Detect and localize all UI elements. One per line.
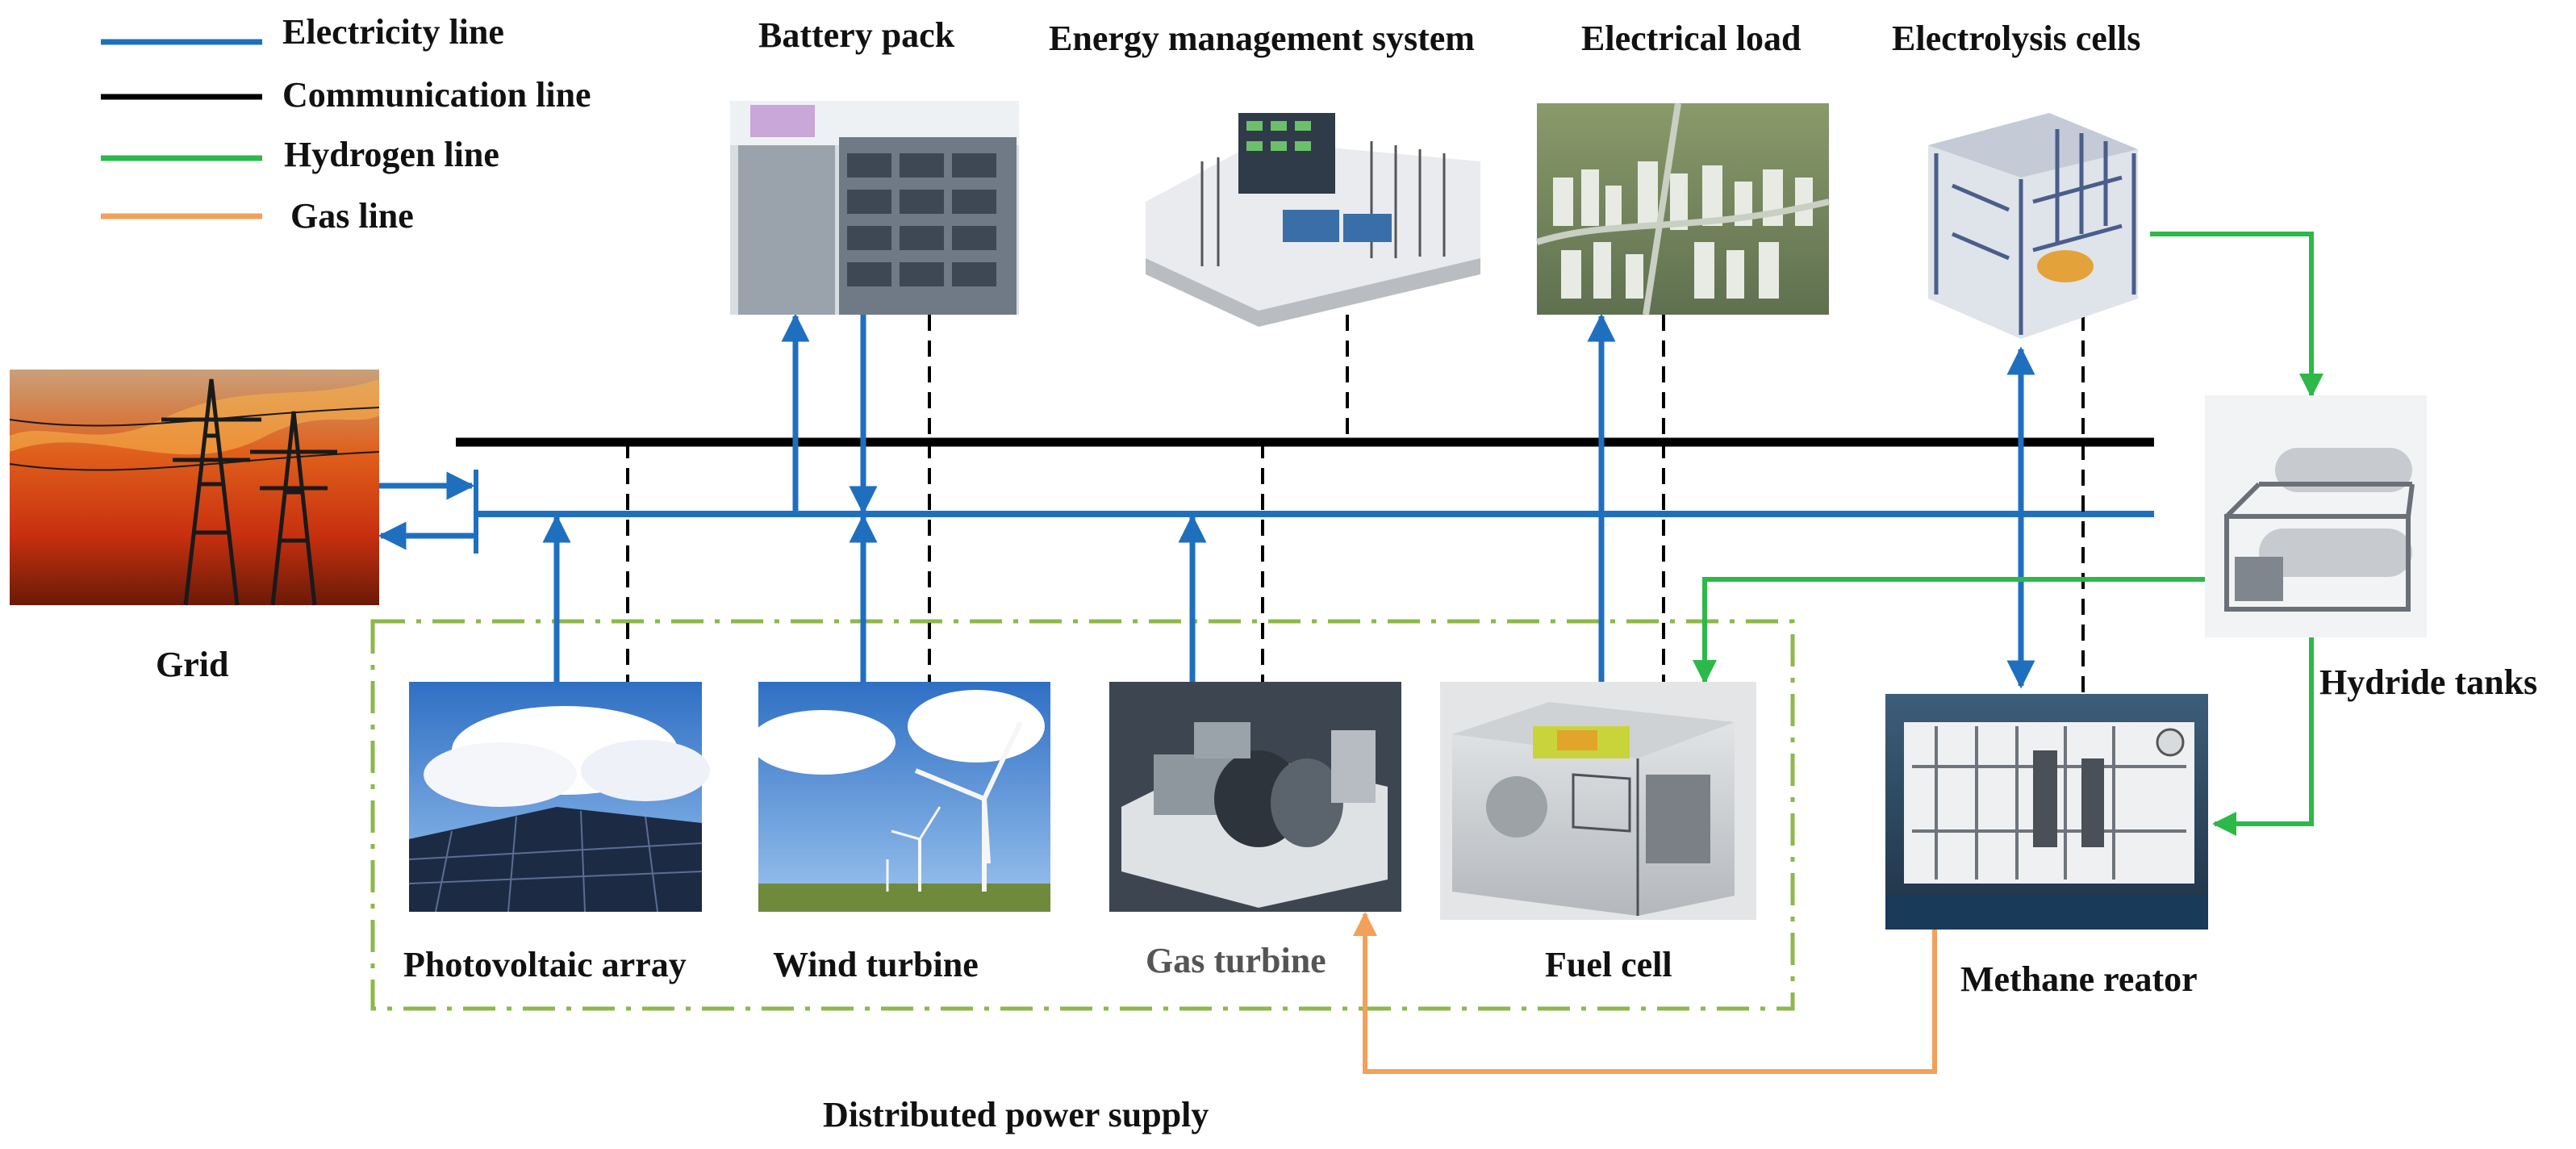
methane-reactor-label: Methane reator	[1960, 959, 2198, 999]
photovoltaic-array-image	[408, 682, 710, 913]
electrolysis-cells-label: Electrolysis cells	[1892, 19, 2140, 58]
electricity-links	[378, 313, 2035, 689]
distributed-power-group-label: Distributed power supply	[823, 1095, 1209, 1134]
wind-turbine-image	[750, 682, 1050, 912]
gas-turbine-label: Gas turbine	[1146, 941, 1326, 980]
legend-label-electricity: Electricity line	[282, 12, 504, 52]
electrical-load-label: Electrical load	[1581, 19, 1802, 58]
gas-methane-to-gas-turbine	[1353, 912, 1937, 1074]
h2-electrolysis-to-hydride	[2150, 232, 2323, 398]
h2-hydride-to-fuel-cell	[1693, 577, 2205, 684]
legend-item-hydrogen: Hydrogen line	[101, 135, 499, 174]
battery-pack-image	[730, 101, 1019, 315]
fuel-cell-label: Fuel cell	[1545, 945, 1672, 984]
hydride-tanks-image	[2205, 395, 2427, 637]
legend-item-electricity: Electricity line	[101, 12, 504, 52]
grid-label: Grid	[156, 645, 228, 684]
legend-item-communication: Communication line	[101, 75, 591, 115]
battery-pack-label: Battery pack	[758, 15, 955, 55]
wind-turbine-label: Wind turbine	[773, 945, 979, 984]
legend-item-gas: Gas line	[101, 196, 414, 236]
electrolysis-cells-image	[1928, 113, 2138, 339]
legend-label-hydrogen: Hydrogen line	[284, 135, 499, 174]
hydride-tanks-label: Hydride tanks	[2319, 662, 2537, 702]
photovoltaic-array-label: Photovoltaic array	[403, 945, 687, 984]
distributed-power-group-border	[370, 619, 1795, 1011]
grid-image	[9, 370, 380, 606]
communication-links	[626, 315, 2085, 694]
ems-label: Energy management system	[1049, 19, 1475, 58]
electrical-load-image	[1535, 102, 1830, 315]
legend-label-gas: Gas line	[290, 196, 414, 236]
legend-label-communication: Communication line	[282, 75, 591, 115]
h2-hydride-to-methane	[2212, 637, 2314, 836]
methane-reactor-image	[1885, 694, 2208, 930]
gas-turbine-image	[1109, 682, 1401, 912]
fuel-cell-image	[1440, 682, 1756, 920]
legend: Electricity line Communication line Hydr…	[101, 12, 591, 236]
hydrogen-links	[1693, 232, 2323, 836]
ems-image	[1146, 113, 1480, 327]
